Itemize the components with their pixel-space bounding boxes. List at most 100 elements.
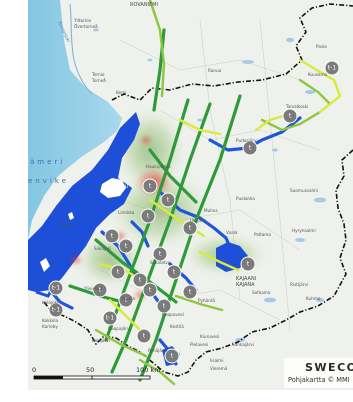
scale-bar: 0 50 100 km xyxy=(32,366,161,380)
label-kuhmo: Kuhmo xyxy=(306,296,321,301)
svg-text:t: t xyxy=(189,225,192,232)
label-raahe: Raahe xyxy=(60,222,74,227)
label-muhos: Muhos xyxy=(204,208,218,213)
label-overtornea: Övertorneå xyxy=(74,24,98,29)
label-pudasjarvi: Pudasjärvi xyxy=(236,138,258,143)
logo-area: SWECO Pohjakartta © MMI xyxy=(284,358,353,388)
svg-text:t: t xyxy=(249,145,252,152)
marker-kestila[interactable]: t xyxy=(136,328,152,344)
label-sotkamo: Sotkamo xyxy=(252,290,271,295)
lakes xyxy=(93,28,326,342)
markers: t-1 t t t t t t t t t t t t t-1 t t t t … xyxy=(48,60,340,364)
marker-vaala[interactable]: t xyxy=(110,264,126,280)
marker-siikajoki[interactable]: t xyxy=(166,264,182,280)
label-reisjarvi: Reisjärvi xyxy=(92,338,110,343)
label-haukipudas: Haukipudas xyxy=(146,164,171,169)
svg-text:t: t xyxy=(117,269,120,276)
marker-pudasjarvi[interactable]: t xyxy=(242,140,258,156)
svg-text:t-1: t-1 xyxy=(52,285,61,292)
svg-text:t-1: t-1 xyxy=(328,65,337,72)
region-boundary xyxy=(43,3,353,377)
label-oulu: OULU xyxy=(116,184,128,190)
marker-oulu-north[interactable]: t xyxy=(142,178,158,194)
river-tornionjoki xyxy=(69,3,93,95)
label-kajana: KAJANA xyxy=(236,282,255,288)
marker-oulu[interactable]: t xyxy=(160,192,176,208)
svg-text:t: t xyxy=(247,261,250,268)
marker-raahe[interactable]: t xyxy=(104,228,120,244)
label-ranua: Ranua xyxy=(208,68,222,73)
marker-kalajoki[interactable]: t-1 xyxy=(48,280,64,296)
label-ristijarvi: Ristijärvi xyxy=(290,282,308,287)
label-karleby: Karleby xyxy=(42,324,58,329)
marker-nivala[interactable]: t xyxy=(182,284,198,300)
label-siikalatva: Siikalatva xyxy=(150,260,171,265)
svg-text:t: t xyxy=(159,251,162,258)
marker-taivalkoski[interactable]: t xyxy=(282,108,298,124)
label-nivala: Nivala xyxy=(122,296,136,301)
label-vierema: Vieremä xyxy=(210,366,228,371)
label-kestila: Kestilä xyxy=(170,324,184,329)
label-taivalkoski: Taivalkoski xyxy=(285,104,308,109)
label-liminka: Liminka xyxy=(118,210,135,215)
coastal-zone-blue xyxy=(28,112,140,292)
marker-oulu-south[interactable]: t xyxy=(140,208,156,224)
place-labels: ROVANIEMI Ylitornio Övertorneå Tornio To… xyxy=(42,2,328,371)
label-tornea: Torneå xyxy=(91,78,106,83)
sea-area xyxy=(28,0,122,240)
marker-ylivieska[interactable]: t xyxy=(92,282,108,298)
svg-text:t: t xyxy=(189,289,192,296)
svg-text:t: t xyxy=(173,269,176,276)
svg-text:t: t xyxy=(147,213,150,220)
label-posio: Posio xyxy=(316,44,327,49)
label-siikajoki: Siikajoki xyxy=(94,246,111,251)
marker-muhos[interactable]: t xyxy=(118,238,134,254)
svg-text:t: t xyxy=(139,277,142,284)
svg-text:t: t xyxy=(167,197,170,204)
marker-raahe-south[interactable]: t xyxy=(142,282,158,298)
islands xyxy=(40,178,126,272)
scale-label-0: 0 xyxy=(32,366,36,374)
svg-text:t: t xyxy=(111,233,114,240)
label-puolanka: Puolanka xyxy=(236,196,255,201)
label-sonkajarvi: Sonkajärvi xyxy=(232,342,254,347)
scale-label-50: 50 xyxy=(86,366,94,374)
label-pyhanta: Pyhäntä xyxy=(198,298,216,303)
label-vaala: Vaala xyxy=(226,230,238,235)
scale-label-100: 100 km xyxy=(136,366,161,374)
label-ylivieska: Ylivieska xyxy=(83,286,103,291)
label-utajarvi: Utajärvi xyxy=(190,218,206,223)
label-kuusamo: Kuusamo xyxy=(308,72,328,77)
label-kemi: Kemi xyxy=(116,90,126,95)
marker-karleby[interactable]: t-1 xyxy=(48,302,64,318)
marker-paavola[interactable]: t xyxy=(132,272,148,288)
marker-utajarvi[interactable]: t xyxy=(152,246,168,262)
label-paltamo: Paltamo xyxy=(254,232,271,237)
svg-text:t: t xyxy=(289,113,292,120)
marker-kuusamo[interactable]: t-1 xyxy=(324,60,340,76)
marker-oulainen[interactable]: t xyxy=(156,298,172,314)
label-kalajoki: Kalajoki xyxy=(42,300,58,305)
light-green-corridors xyxy=(94,0,332,386)
marker-pyhanta[interactable]: t xyxy=(182,220,198,236)
marker-kajaani[interactable]: t xyxy=(240,256,256,272)
marker-haapavesi[interactable]: t xyxy=(118,292,134,308)
label-kiuruvesi: Kiuruvesi xyxy=(200,334,219,339)
label-ylitornio: Ylitornio xyxy=(73,18,92,23)
label-kokkola: Kokkola xyxy=(42,318,59,323)
marker-kokkola[interactable]: t-1 xyxy=(102,310,118,326)
label-pyhajarvi: Pyhäjärvi xyxy=(148,348,167,353)
label-iisalmi: Iisalmi xyxy=(210,358,224,363)
map-credit: Pohjakartta © MMI xyxy=(288,376,350,384)
sea-label-2: envike xyxy=(28,177,69,185)
svg-text:t: t xyxy=(125,297,128,304)
svg-text:t: t xyxy=(143,333,146,340)
svg-text:t: t xyxy=(149,183,152,190)
marker-pyhajarvi[interactable]: t xyxy=(164,348,180,364)
label-pielavesi: Pielavesi xyxy=(190,342,208,347)
label-suomussalmi: Suomussalmi xyxy=(290,188,318,193)
svg-text:t: t xyxy=(149,287,152,294)
svg-text:t: t xyxy=(99,287,102,294)
